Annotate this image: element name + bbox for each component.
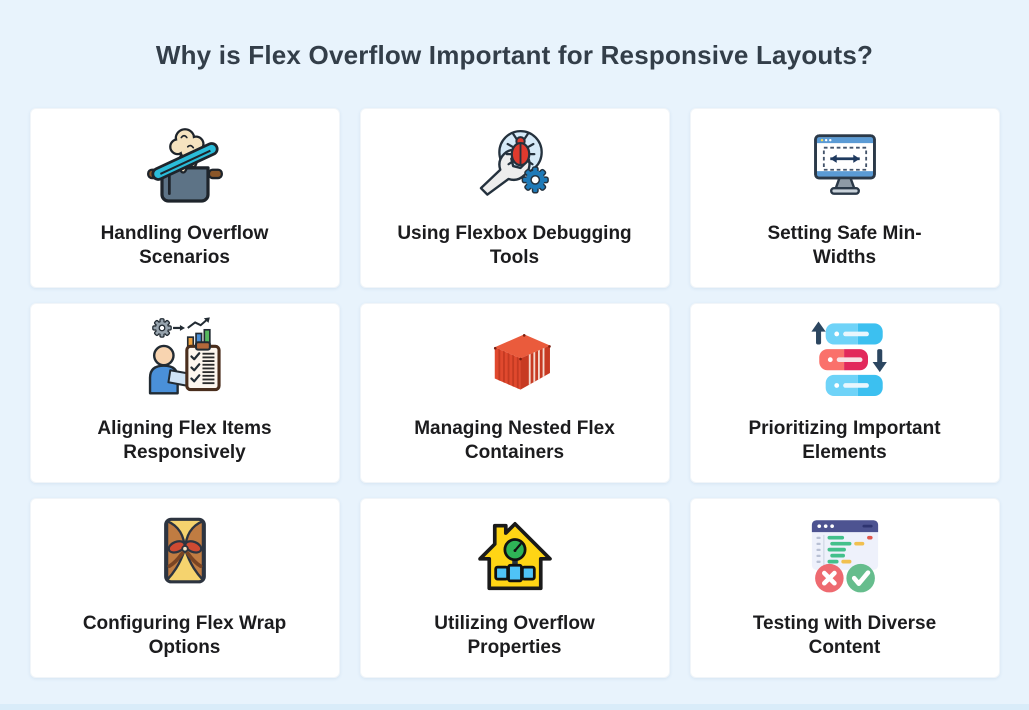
card-label: Managing Nested Flex Containers: [414, 418, 615, 464]
bug-magnifier-wrench-icon: [469, 119, 561, 215]
card-label: Prioritizing Important Elements: [748, 418, 941, 464]
card-label: Utilizing Overflow Properties: [434, 613, 595, 659]
card-prioritizing-elements: Prioritizing Important Elements: [689, 303, 1000, 483]
card-label: Configuring Flex Wrap Options: [82, 613, 287, 659]
card-overflow-properties: Utilizing Overflow Properties: [359, 498, 670, 678]
person-checklist-chart-icon: [139, 314, 231, 410]
card-debugging-tools: Using Flexbox Debugging Tools: [359, 108, 670, 288]
card-label: Handling Overflow Scenarios: [100, 223, 269, 269]
card-testing-content: Testing with Diverse Content: [689, 498, 1000, 678]
card-grid: Handling Overflow Scenarios: [0, 108, 1029, 678]
page-title: Why is Flex Overflow Important for Respo…: [155, 40, 874, 70]
house-gauge-pipe-icon: [469, 509, 561, 605]
monitor-width-arrow-icon: [799, 119, 891, 215]
gift-wrap-icon: [139, 509, 231, 605]
pot-overflow-icon: [139, 119, 231, 215]
browser-pass-fail-icon: [799, 509, 891, 605]
shipping-container-icon: [469, 314, 561, 410]
card-flex-wrap-options: Configuring Flex Wrap Options: [29, 498, 340, 678]
card-aligning-flex-items: Aligning Flex Items Responsively: [29, 303, 340, 483]
footer-strip: [0, 704, 1029, 710]
card-handling-overflow: Handling Overflow Scenarios: [29, 108, 340, 288]
card-safe-min-widths: Setting Safe Min-Widths: [689, 108, 1000, 288]
card-label: Setting Safe Min-Widths: [767, 223, 922, 269]
card-nested-containers: Managing Nested Flex Containers: [359, 303, 670, 483]
card-label: Testing with Diverse Content: [752, 613, 937, 659]
card-label: Aligning Flex Items Responsively: [97, 418, 272, 464]
priority-sort-arrows-icon: [799, 314, 891, 410]
card-label: Using Flexbox Debugging Tools: [397, 223, 632, 269]
